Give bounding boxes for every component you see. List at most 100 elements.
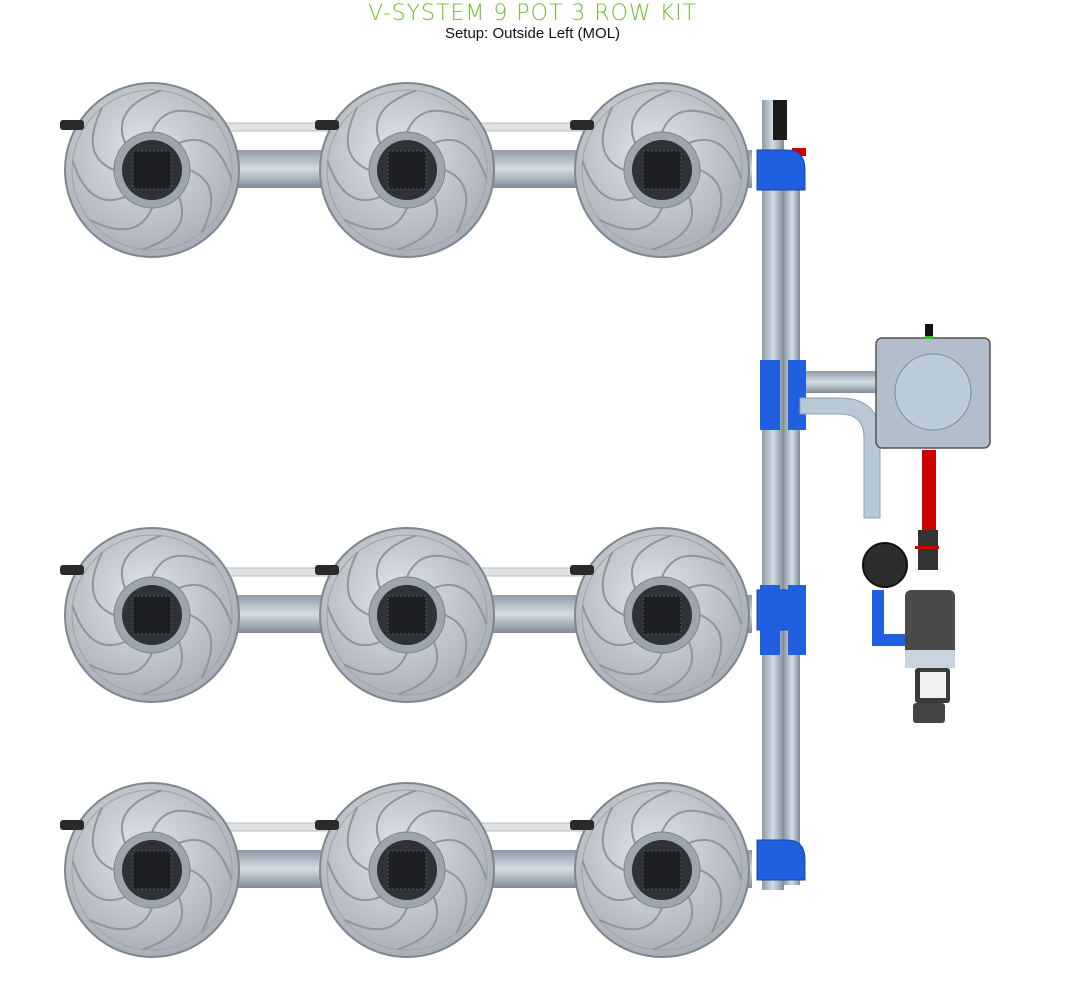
pot-vane xyxy=(444,869,468,934)
pot-vane xyxy=(326,860,381,902)
pot-vane xyxy=(688,138,743,180)
pot-vane xyxy=(343,207,408,231)
drain-valve xyxy=(60,820,84,830)
mesh-basket xyxy=(642,850,682,890)
pot-rim xyxy=(581,534,743,696)
pot-vane xyxy=(189,869,213,934)
main-tee-right xyxy=(788,360,806,430)
pot-vane xyxy=(699,614,723,679)
drain-valve xyxy=(60,565,84,575)
pot-vane xyxy=(91,551,115,616)
float-switch xyxy=(925,324,933,338)
mesh-basket xyxy=(132,150,172,190)
mesh-basket xyxy=(642,150,682,190)
row2-tee-right xyxy=(788,585,806,655)
pot-vane xyxy=(88,907,153,931)
pot-vane xyxy=(406,809,471,833)
pot-vane xyxy=(120,789,162,844)
pot-vane xyxy=(601,106,625,171)
pot-vane xyxy=(326,160,381,202)
pot-rim xyxy=(326,89,488,251)
pot-vane xyxy=(142,896,184,951)
drain-valve xyxy=(315,120,339,130)
drain-valve xyxy=(315,820,339,830)
pump-body xyxy=(905,590,955,665)
filter-canister xyxy=(862,542,908,588)
page-title: V-SYSTEM 9 POT 3 ROW KIT xyxy=(367,1,698,26)
mesh-basket xyxy=(132,850,172,890)
pot-vane xyxy=(343,907,408,931)
pot xyxy=(315,82,495,258)
pot-vane xyxy=(652,896,694,951)
pot-vane xyxy=(178,838,233,880)
pot-vane xyxy=(661,809,726,833)
pot-vane xyxy=(661,554,726,578)
drain-valve xyxy=(570,820,594,830)
pot xyxy=(315,527,495,703)
pot-vane xyxy=(91,806,115,871)
pot-vane xyxy=(142,196,184,251)
float-indicator xyxy=(925,336,933,339)
pot-vane xyxy=(397,641,439,696)
pot-vane xyxy=(433,583,488,625)
ball-valve-handle xyxy=(915,546,939,549)
reservoir-return-pipe xyxy=(799,397,881,519)
pot-rim xyxy=(581,89,743,251)
mesh-basket xyxy=(387,150,427,190)
pot-vane xyxy=(699,169,723,234)
pot-rim xyxy=(326,534,488,696)
pot-vane xyxy=(326,605,381,647)
pot-vane xyxy=(151,554,216,578)
pot-vane xyxy=(151,109,216,133)
pot xyxy=(60,527,240,703)
pot-vane xyxy=(88,207,153,231)
pot xyxy=(315,782,495,958)
pot xyxy=(570,82,750,258)
pot-vane xyxy=(444,169,468,234)
pot-vane xyxy=(581,160,636,202)
pot-vane xyxy=(406,109,471,133)
pot-vane xyxy=(346,106,370,171)
ball-valve-body xyxy=(918,530,938,570)
pot-vane xyxy=(598,207,663,231)
pot-vane xyxy=(178,583,233,625)
pot-vane xyxy=(375,534,417,589)
pot xyxy=(570,782,750,958)
pot-vane xyxy=(375,89,417,144)
top-elbow xyxy=(756,149,806,191)
pot-vane xyxy=(652,196,694,251)
drain-valve xyxy=(570,120,594,130)
pot-vane xyxy=(688,583,743,625)
pot-vane xyxy=(433,838,488,880)
pot-vane xyxy=(346,551,370,616)
main-return-hose xyxy=(784,150,800,885)
drain-valve xyxy=(315,565,339,575)
air-valve xyxy=(792,148,806,156)
pot-vane xyxy=(601,551,625,616)
mesh-basket xyxy=(132,595,172,635)
pot xyxy=(60,82,240,258)
pot-vane xyxy=(661,109,726,133)
pot-vane xyxy=(581,605,636,647)
mesh-basket xyxy=(642,595,682,635)
mesh-basket xyxy=(387,595,427,635)
pot-rim xyxy=(581,789,743,951)
pot-vane xyxy=(91,106,115,171)
pot xyxy=(60,782,240,958)
pot-vane xyxy=(397,196,439,251)
pump-mount xyxy=(905,650,955,668)
pot-rim xyxy=(71,534,233,696)
reservoir-hose xyxy=(806,371,878,393)
pot-vane xyxy=(397,896,439,951)
pot-vane xyxy=(699,869,723,934)
pot-vane xyxy=(189,169,213,234)
pot-vane xyxy=(444,614,468,679)
pot-vane xyxy=(630,534,672,589)
pot-vane xyxy=(142,641,184,696)
pot-rim xyxy=(71,789,233,951)
reservoir-lid xyxy=(894,353,972,431)
pump-feed-pipe xyxy=(922,450,936,530)
pot-vane xyxy=(346,806,370,871)
pot-vane xyxy=(120,89,162,144)
